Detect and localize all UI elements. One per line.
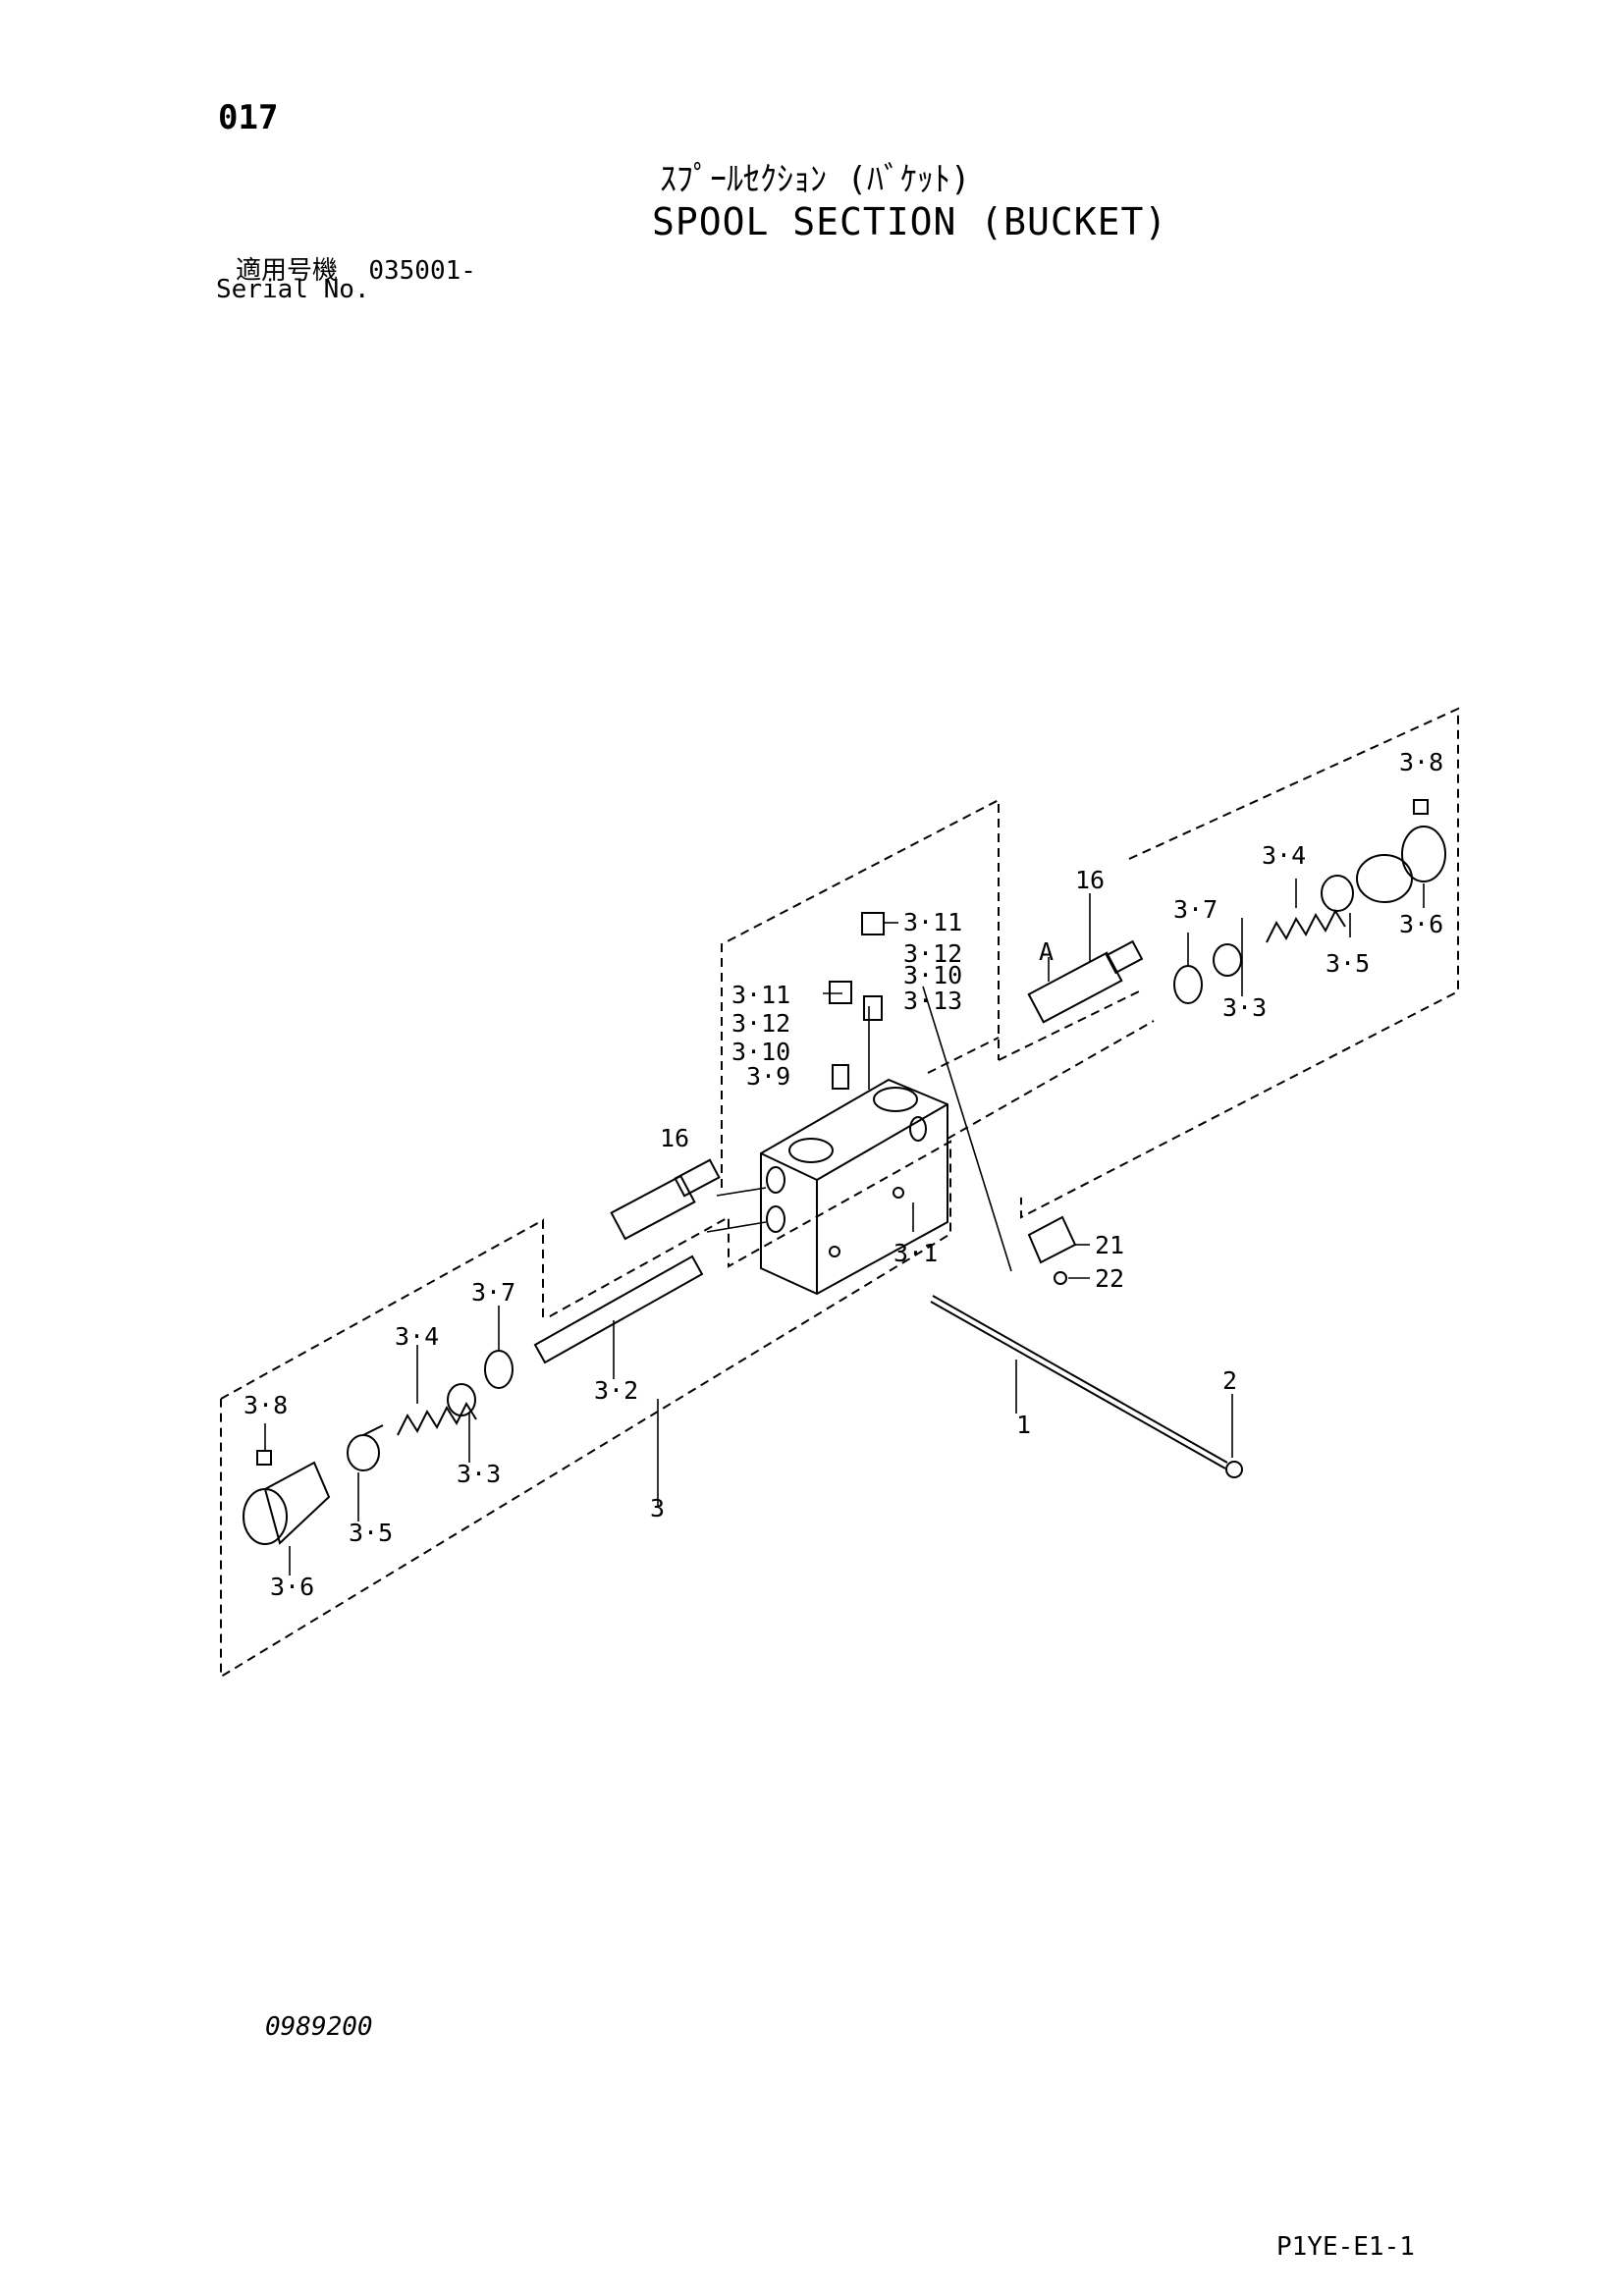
screw-left — [256, 1450, 272, 1466]
callout-3-5-right: 3·5 — [1326, 949, 1370, 978]
callout-3-11-right: 3·11 — [903, 908, 962, 936]
serial-line: 適用号機 035001- — [236, 250, 476, 287]
bolt-22 — [1054, 1271, 1067, 1285]
callout-3-3-left: 3·3 — [457, 1460, 501, 1488]
serial-label-jp: 適用号機 — [236, 256, 339, 286]
nut — [1225, 1461, 1243, 1478]
callout-3-5-left: 3·5 — [349, 1519, 393, 1547]
callout-2: 2 — [1222, 1366, 1237, 1395]
tie-bolt — [930, 1295, 1228, 1469]
cap-left — [243, 1461, 331, 1545]
callout-16-left: 16 — [660, 1124, 689, 1152]
spool-part — [533, 1255, 704, 1364]
callout-22: 22 — [1095, 1264, 1124, 1293]
serial-label-en: Serial No. — [216, 275, 370, 304]
plug-upper — [861, 912, 885, 935]
callout-3-10-right: 3·10 — [903, 961, 962, 989]
leader-lines — [264, 879, 1425, 1575]
cap-right — [1356, 826, 1446, 903]
callout-1: 1 — [1016, 1411, 1031, 1439]
callout-3-6-left: 3·6 — [270, 1573, 314, 1601]
poppet-small-lower — [832, 1064, 849, 1090]
group-boundary-valve-top — [721, 798, 1000, 1188]
callout-3-13: 3·13 — [903, 987, 962, 1015]
poppet-small-upper — [863, 995, 883, 1021]
callout-3-3-right: 3·3 — [1222, 993, 1267, 1022]
title-japanese: ｽﾌﾟｰﾙｾｸｼｮﾝ (ﾊﾞｹｯﾄ) — [660, 160, 971, 199]
callout-3-8-left: 3·8 — [244, 1391, 288, 1419]
valve-body-part — [760, 1078, 948, 1296]
callout-3-12-left: 3·12 — [731, 1009, 790, 1038]
callout-3-8-right: 3·8 — [1399, 748, 1443, 776]
spring-left — [397, 1401, 477, 1436]
stopper-right — [1321, 875, 1354, 912]
group-boundary-right-end — [927, 707, 1459, 1219]
callout-3-1: 3·1 — [893, 1239, 938, 1267]
plate-21 — [1027, 1215, 1077, 1264]
serial-value: 035001- — [368, 256, 476, 286]
callout-3-10-left: 3·10 — [731, 1038, 790, 1066]
callout-3: 3 — [650, 1494, 665, 1522]
screw-right — [1413, 799, 1429, 815]
callout-3-12-right: 3·12 — [903, 939, 962, 968]
callout-a: A — [1039, 937, 1054, 966]
callout-3-4-left: 3·4 — [395, 1322, 439, 1351]
group-boundary-left-end — [220, 1140, 951, 1679]
callout-16-right: 16 — [1075, 866, 1105, 894]
drawing-code: 0989200 — [265, 2012, 373, 2042]
spring-seat-right — [1213, 943, 1242, 977]
sheet-code: P1YE-E1-1 — [1276, 2232, 1415, 2262]
callout-3-2-left: 3·2 — [594, 1376, 638, 1405]
o-ring-right — [1173, 965, 1203, 1004]
callout-3-4-right: 3·4 — [1262, 841, 1306, 870]
callout-3-11-left: 3·11 — [731, 981, 790, 1009]
page-number: 017 — [218, 98, 279, 137]
stopper-left — [347, 1424, 384, 1471]
title-english: SPOOL SECTION (BUCKET) — [652, 200, 1168, 243]
callout-3-6-right: 3·6 — [1399, 910, 1443, 938]
callout-3-7-left: 3·7 — [471, 1278, 515, 1307]
callout-3-9: 3·9 — [746, 1062, 790, 1091]
callout-3-7-right: 3·7 — [1173, 895, 1218, 924]
relief-valve-left — [610, 1158, 721, 1241]
callout-21: 21 — [1095, 1231, 1124, 1259]
spring-right — [1266, 908, 1346, 943]
relief-valve-right — [1027, 939, 1144, 1024]
o-ring-left — [484, 1350, 514, 1389]
spring-seat-left — [447, 1383, 476, 1416]
plug-lower — [829, 981, 852, 1004]
